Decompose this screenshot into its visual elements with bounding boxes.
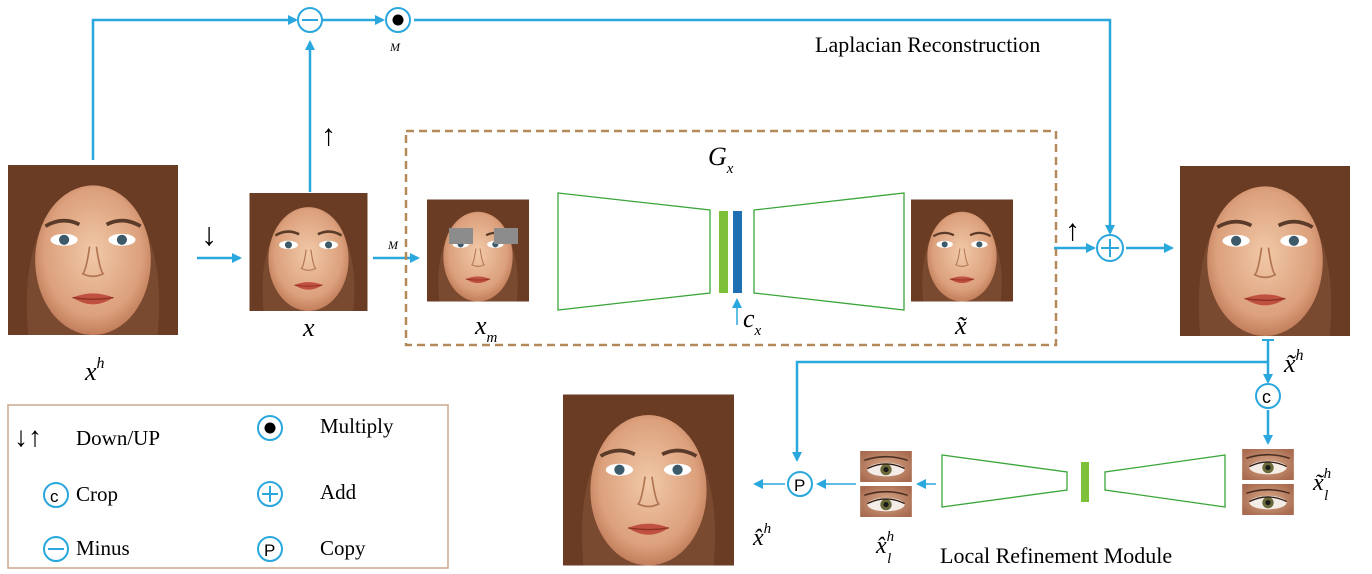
minus-op — [297, 7, 323, 33]
mask-label-top: M — [389, 40, 401, 54]
output-xtilde-h: x̃h — [1180, 165, 1350, 378]
eye-image-hat-top — [859, 451, 913, 482]
face-image-xhat-h — [563, 393, 734, 567]
svg-text:c: c — [1262, 387, 1271, 407]
multiply-op — [385, 7, 411, 33]
label-xhat-h: x̂h — [752, 521, 771, 551]
face-image-xtilde-h — [1180, 165, 1350, 337]
legend-copy-label: Copy — [320, 536, 366, 560]
local-latent-bar — [1081, 462, 1089, 502]
input-xh: xh — [8, 165, 178, 386]
face-image-x — [248, 193, 369, 311]
svg-text:P: P — [264, 541, 275, 560]
legend-add-label: Add — [320, 480, 357, 504]
legend-crop-icon: c — [43, 482, 69, 508]
eye-image-hat-bottom — [859, 486, 913, 517]
eye-image-tilde-top — [1241, 449, 1295, 480]
face-image-xh — [8, 165, 178, 335]
face-image-xtilde — [911, 198, 1013, 303]
generator-dashed-border — [404, 129, 1058, 347]
copy-op: P — [787, 471, 813, 497]
local-refinement-title: Local Refinement Module — [940, 543, 1172, 568]
legend-copy-icon: P — [257, 536, 283, 562]
generator-label: Gx — [708, 142, 734, 177]
mask-label-mid: M — [387, 238, 399, 252]
legend-down-arrow: ↓↑ — [14, 421, 42, 452]
latent-bar-blue — [733, 211, 742, 293]
encoder-block — [557, 192, 711, 311]
down-arrow-glyph: ↓ — [201, 216, 217, 252]
xh-to-minus-wire — [91, 15, 298, 160]
add-op — [1096, 234, 1124, 262]
label-x: x — [302, 313, 315, 342]
legend-minus-label: Minus — [76, 536, 130, 560]
label-cx: cx — [743, 304, 762, 339]
multiply-to-add-wire — [414, 18, 1115, 235]
label-xtilde-h: x̃h — [1283, 347, 1304, 378]
legend-down-up-label: Down/UP — [76, 426, 160, 450]
face-image-xm — [427, 198, 529, 303]
legend-border — [7, 404, 449, 569]
mask-patch-left — [449, 228, 473, 244]
laplacian-title: Laplacian Reconstruction — [815, 32, 1040, 57]
legend-crop-label: Crop — [76, 482, 118, 506]
legend-add-icon — [257, 481, 283, 507]
decoder-block — [753, 192, 905, 311]
output-to-copy-wire — [792, 360, 1268, 462]
svg-text:P: P — [794, 476, 805, 495]
legend-multiply-icon — [257, 415, 283, 441]
label-xh: xh — [84, 355, 105, 386]
local-decoder-block — [941, 454, 1068, 508]
mask-patch-right — [494, 228, 518, 244]
legend: ↓↑ Down/UP Multiply c Crop Add Minus P C… — [7, 404, 449, 569]
legend-multiply-label: Multiply — [320, 414, 394, 438]
legend-minus-icon — [43, 536, 69, 562]
label-xm: xm — [474, 311, 498, 346]
svg-text:c: c — [50, 487, 59, 506]
output-xhat-h: x̂h — [563, 393, 771, 567]
up-arrow-glyph: ↑ — [321, 119, 336, 152]
eye-image-tilde-bottom — [1241, 484, 1295, 515]
crop-op: c — [1255, 383, 1281, 409]
up-arrow-glyph-2: ↑ — [1065, 214, 1080, 247]
latent-bar-green — [719, 211, 728, 293]
label-xtilde: x̃ — [954, 311, 968, 340]
local-encoder-block — [1104, 454, 1226, 508]
laplacian-path: M ↑ Laplacian Reconstruction — [91, 7, 1115, 235]
generator-box: Gx xm cx x̃ — [404, 129, 1058, 347]
input-x: x — [248, 193, 369, 342]
